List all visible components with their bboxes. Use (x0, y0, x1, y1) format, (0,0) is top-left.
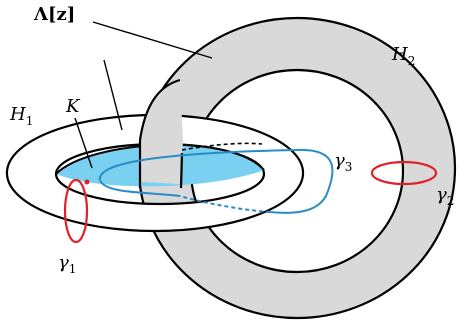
k-leader-line (74, 117, 93, 169)
gamma1-label: γ1 (58, 252, 76, 276)
h1-leader-line (103, 59, 123, 131)
h2-hidden-edge (181, 142, 263, 151)
h2-label: H2 (391, 44, 415, 68)
gamma2-label: γ2 (436, 184, 454, 208)
gamma2-loop (370, 160, 438, 186)
gamma3-loop (98, 148, 334, 214)
gamma3-loop-hidden (179, 195, 271, 213)
h1-label: H1 (9, 104, 33, 128)
h2-front-segment (140, 80, 183, 184)
h2-front-inner-edge (179, 152, 184, 189)
lambda-label: Λ[z] (33, 4, 75, 25)
gamma1-loop (63, 178, 89, 244)
k-label: K (65, 96, 81, 117)
gamma1-basepoint (84, 179, 90, 185)
gamma3-label: γ3 (334, 150, 352, 174)
lambda-leader-line (92, 21, 213, 59)
h2-front-outer-edge (138, 78, 181, 188)
gamma3-loop-front (99, 179, 181, 197)
